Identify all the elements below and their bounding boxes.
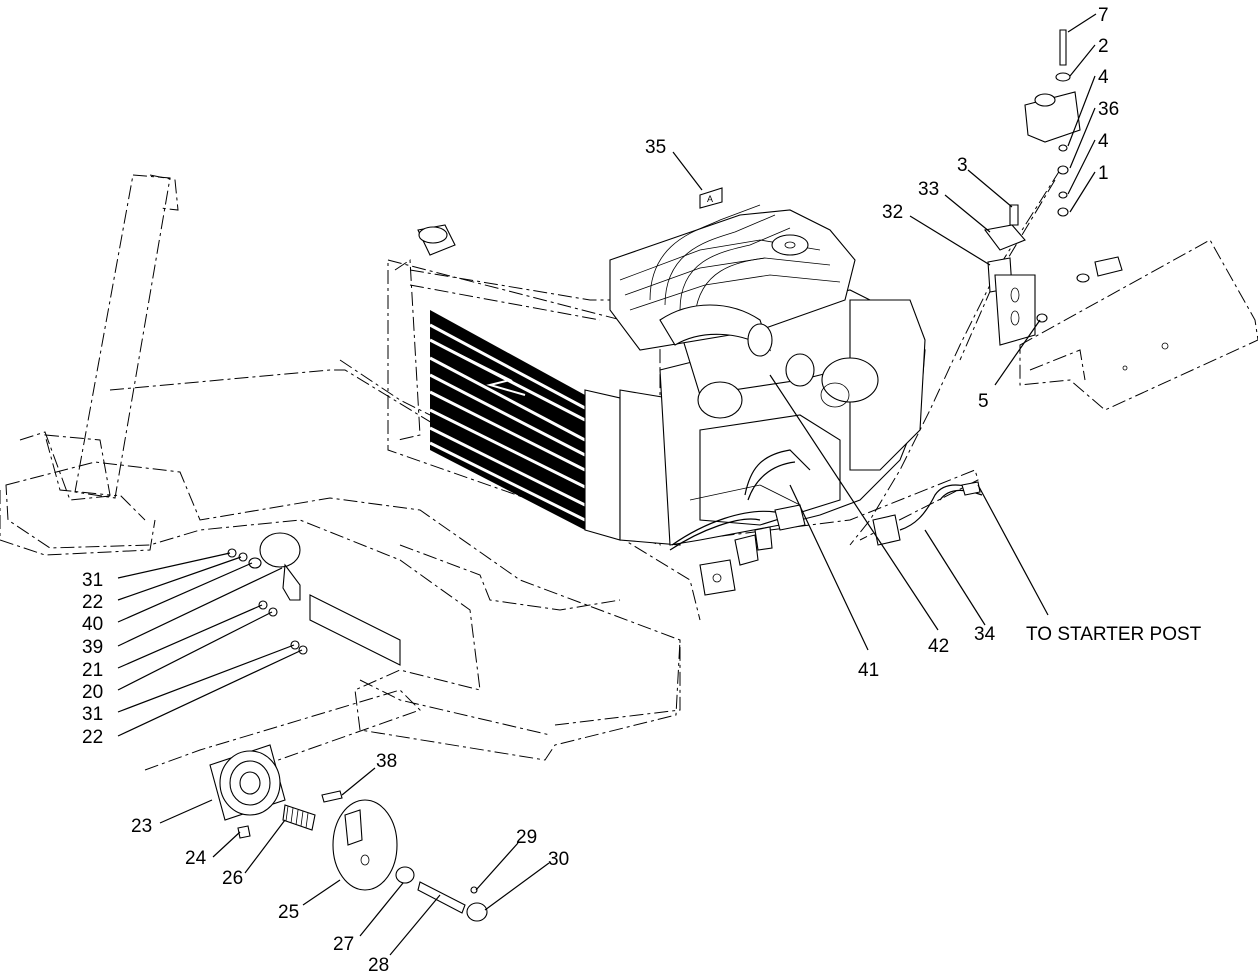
callout-29: 29 [516,827,537,848]
wire-harness-34 [872,481,983,546]
callout-31b: 31 [82,704,103,725]
callout-4b: 4 [1098,131,1109,152]
callout-24: 24 [185,848,207,869]
callout-38: 38 [376,751,397,772]
callout-27: 27 [333,934,354,955]
callout-32: 32 [882,202,903,223]
callout-30: 30 [548,849,569,870]
callout-labels: 7 2 4 36 4 1 3 33 32 35 5 31 22 40 39 21… [82,5,1202,976]
hose-clamp [227,532,401,666]
starter-post-note: TO STARTER POST [1026,624,1202,645]
throttle-cable [849,29,1123,546]
engine: A [609,187,926,596]
leader-lines [117,13,1097,956]
mower-frame [0,359,979,761]
callout-1: 1 [1098,163,1109,184]
callout-39: 39 [82,637,103,658]
radiator [387,224,681,546]
clutch-assembly [144,689,488,922]
callout-31: 31 [82,570,103,591]
callout-33: 33 [918,179,939,200]
radiator-core [429,310,586,530]
steering-post [44,174,179,499]
callout-7: 7 [1098,5,1109,26]
callout-20: 20 [82,682,103,703]
callout-42: 42 [928,636,949,657]
callout-23: 23 [131,816,152,837]
side-rail [1019,239,1258,411]
callout-22: 22 [82,592,103,613]
callout-34: 34 [974,624,996,645]
callout-28: 28 [368,955,389,976]
callout-25: 25 [278,902,299,923]
callout-26: 26 [222,868,243,889]
callout-40: 40 [82,614,103,635]
callout-4: 4 [1098,67,1109,88]
svg-text:A: A [707,194,713,204]
callout-5: 5 [978,391,989,412]
callout-2: 2 [1098,36,1109,57]
callout-3: 3 [957,155,968,176]
callout-35: 35 [645,137,666,158]
callout-41: 41 [858,660,879,681]
spring-26 [282,804,316,831]
callout-36: 36 [1098,99,1119,120]
callout-21: 21 [82,660,103,681]
callout-22b: 22 [82,727,103,748]
